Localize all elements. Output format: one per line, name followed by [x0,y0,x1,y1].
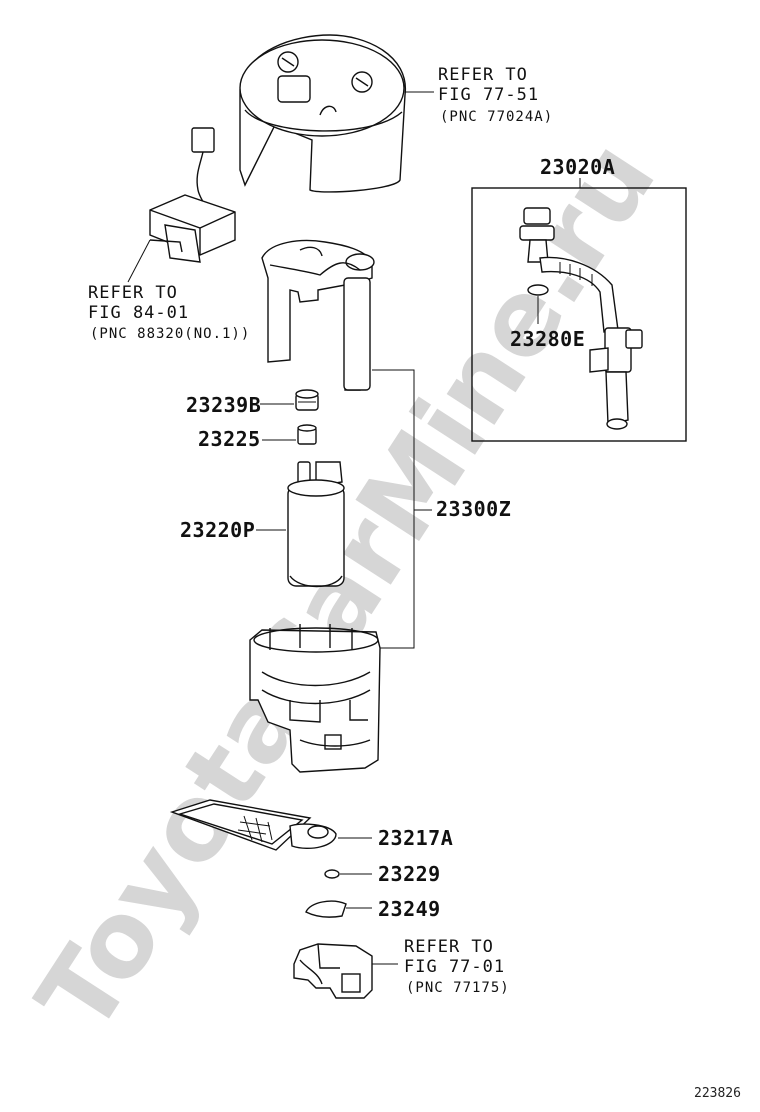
pnc-text: (PNC 77024A) [440,109,553,125]
pnc-text: (PNC 88320(NO.1)) [90,326,250,342]
cushion-23225[interactable] [297,424,317,445]
figure-number: 223826 [694,1086,741,1101]
refer-fig-77-51[interactable]: REFER TO FIG 77-51 (PNC 77024A) [438,65,553,125]
fuel-pump-23220P[interactable] [287,461,345,588]
cushion-23239B[interactable] [295,389,319,411]
fuel-pressure-regulator[interactable] [519,207,643,430]
fig-number-text: FIG 84-01 [88,303,189,323]
fuel-pump-flange-cover[interactable] [239,34,406,193]
part-label-23239B[interactable]: 23239B [186,393,261,417]
refer-to-text: REFER TO [88,283,178,303]
part-label-23220P[interactable]: 23220P [180,518,255,542]
pnc-text: (PNC 77175) [406,980,510,996]
washer-23229[interactable] [324,869,340,879]
part-label-23217A[interactable]: 23217A [378,826,453,850]
clip-23249[interactable] [305,900,347,918]
part-label-23280E[interactable]: 23280E [510,327,585,351]
part-label-23249[interactable]: 23249 [378,897,441,921]
fig-number-text: FIG 77-51 [438,85,539,105]
fig-number-text: FIG 77-01 [404,957,505,977]
refer-to-text: REFER TO [438,65,528,85]
refer-to-text: REFER TO [404,937,494,957]
fuel-suction-filter-23217A[interactable] [169,799,337,851]
part-label-23020A[interactable]: 23020A [540,155,615,179]
fuel-sender-gauge[interactable] [149,127,236,263]
part-label-23229[interactable]: 23229 [378,862,441,886]
refer-fig-77-01[interactable]: REFER TO FIG 77-01 (PNC 77175) [404,937,510,996]
o-ring-23280E[interactable] [527,284,549,296]
pump-housing-upper[interactable] [261,239,375,391]
regulator-inset-box [471,187,687,442]
refer-fig-84-01[interactable]: REFER TO FIG 84-01 (PNC 88320(NO.1)) [88,283,250,342]
pump-housing-lower[interactable] [249,624,381,773]
part-label-23225[interactable]: 23225 [198,427,261,451]
part-label-23300Z[interactable]: 23300Z [436,497,511,521]
bottom-bracket[interactable] [293,943,373,999]
